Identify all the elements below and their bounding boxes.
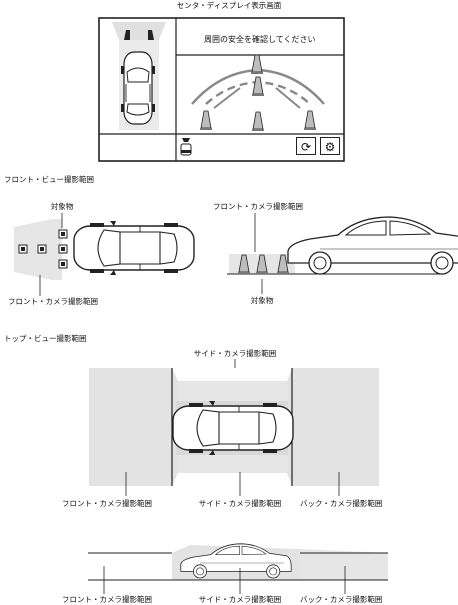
screen-camera-view (191, 54, 325, 132)
bottom-front-camera-label: フロント・カメラ撮影範囲 (62, 595, 152, 604)
bottom-side-camera-label: サイド・カメラ撮影範囲 (198, 595, 282, 604)
camera-switch-icon: ⟳ (300, 140, 312, 154)
side-object-label: 対象物 (250, 296, 274, 305)
side-camera-label: サイド・カメラ撮影範囲 (198, 499, 282, 508)
front-view-range-diagram (14, 213, 195, 296)
front-camera-range-label: フロント・カメラ撮影範囲 (8, 297, 98, 306)
side-camera-top-label: サイド・カメラ撮影範囲 (193, 349, 277, 358)
top-view-range-diagram (89, 359, 379, 496)
side-front-camera-range-label: フロント・カメラ撮影範囲 (213, 202, 303, 211)
top-view-side-diagram (88, 543, 388, 594)
screen-title: センタ・ディスプレイ表示画面 (176, 1, 282, 10)
front-camera-label: フロント・カメラ撮影範囲 (62, 499, 152, 508)
back-camera-label: バック・カメラ撮影範囲 (300, 499, 383, 508)
gear-icon: ⚙ (324, 140, 336, 154)
screen-safety-message: 周囲の安全を確認してください (204, 35, 316, 44)
front-view-side-diagram (227, 213, 458, 294)
bottom-back-camera-label: バック・カメラ撮影範囲 (300, 595, 383, 604)
top-view-section-title: トップ・ビュー撮影範囲 (4, 334, 87, 343)
car-front-indicator-icon (180, 138, 192, 156)
camera-switch-button[interactable]: ⟳ (296, 137, 316, 155)
screen-top-view (112, 22, 166, 130)
front-view-section-title: フロント・ビュー撮影範囲 (4, 175, 94, 184)
settings-button[interactable]: ⚙ (320, 137, 340, 155)
object-label: 対象物 (50, 202, 74, 211)
